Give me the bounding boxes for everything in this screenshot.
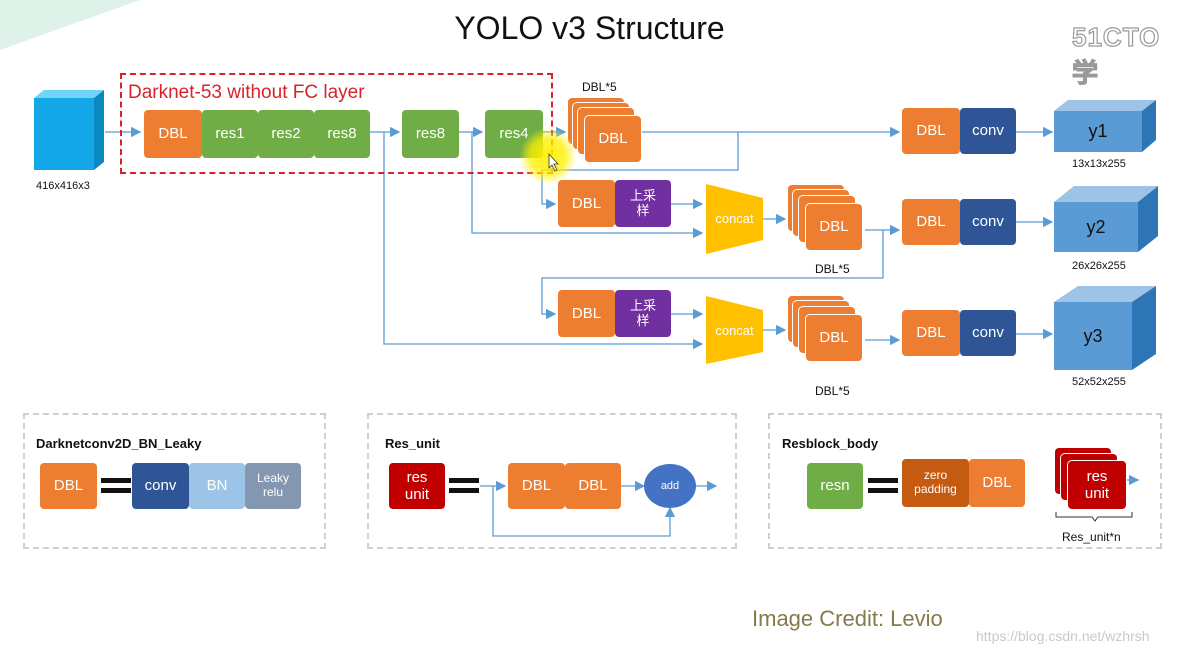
branch2-dbl2: DBL [902,199,960,245]
output-y3-size: 52x52x255 [1072,376,1126,388]
legend-res-dbl2: DBL [565,463,621,509]
output-cube-y2 [1054,186,1158,252]
equals-sign-bar [101,488,131,493]
branch2-stack-label: DBL*5 [815,262,850,276]
legend-zero-padding-block: zero padding [902,459,969,507]
branch3-dbl2: DBL [902,310,960,356]
branch3-upsample: 上采样 [615,290,671,337]
image-credit: Image Credit: Levio [752,606,943,631]
legend-resblock-panel [768,413,1162,549]
backbone-res8-b: res8 [402,110,459,158]
output-y3-label: y3 [1083,325,1103,346]
legend-add-label: add [660,479,680,492]
output-y2-label: y2 [1086,216,1106,237]
branch2-concat-label: concat [715,210,754,226]
watermark-url: https://blog.csdn.net/wzhrsh [976,628,1150,644]
branch2-dbl: DBL [558,180,615,227]
legend-dbl-panel [23,413,326,549]
branch2-upsample: 上采样 [615,180,671,227]
output-cube-y3 [1054,286,1156,370]
branch1-stack-dbl: DBL [585,116,641,162]
branch2-conv: conv [960,199,1016,245]
legend-res-panel [367,413,737,549]
equals-sign-bar [868,488,898,493]
legend-dbl-block: DBL [40,463,97,509]
backbone-res2: res2 [258,110,314,158]
backbone-res8-a: res8 [314,110,370,158]
output-y1-label: y1 [1088,121,1108,142]
branch3-conv: conv [960,310,1016,356]
legend-conv-block: conv [132,463,189,509]
legend-leaky-block: Leaky relu [245,463,301,509]
legend-resblock-dbl: DBL [969,459,1025,507]
output-cube-y1 [1054,100,1156,152]
branch3-stack-dbl: DBL [806,315,862,361]
add-circle [644,464,696,508]
darknet-dashed-box [120,73,553,174]
corner-decoration [0,0,140,50]
branch2-stack-dbl: DBL [806,204,862,250]
legend-res-dbl1: DBL [508,463,565,509]
equals-sign-bar [449,488,479,493]
concat-shape-3 [706,296,763,364]
legend-res-title: Res_unit [385,436,440,451]
legend-dbl-title: Darknetconv2D_BN_Leaky [36,436,202,451]
output-y1-size: 13x13x255 [1072,158,1126,170]
watermark-logo: 51CTO学 [1071,21,1161,88]
darknet-label: Darknet-53 without FC layer [128,82,365,103]
equals-sign-bar [868,478,898,483]
backbone-res1: res1 [202,110,258,158]
equals-sign-bar [449,478,479,483]
output-y2-size: 26x26x255 [1072,260,1126,272]
legend-res-unit-block: res unit [389,463,445,509]
legend-res-unit-stack: res unit [1068,461,1126,509]
branch1-conv: conv [960,108,1016,154]
branch3-dbl: DBL [558,290,615,337]
legend-bn-block: BN [189,463,245,509]
legend-res-unit-caption: Res_unit*n [1062,530,1121,544]
input-cube [34,90,104,170]
branch1-stack-label: DBL*5 [582,80,617,94]
concat-shape-2 [706,184,763,254]
branch3-concat-label: concat [715,322,754,338]
branch3-stack-label: DBL*5 [815,384,850,398]
legend-resn-block: resn [807,463,863,509]
page-title: YOLO v3 Structure [454,10,725,46]
backbone-dbl: DBL [144,110,202,158]
equals-sign-bar [101,478,131,483]
cursor-highlight [520,128,576,184]
legend-resblock-title: Resblock_body [782,436,879,451]
input-size-label: 416x416x3 [36,180,90,192]
branch1-dbl: DBL [902,108,960,154]
